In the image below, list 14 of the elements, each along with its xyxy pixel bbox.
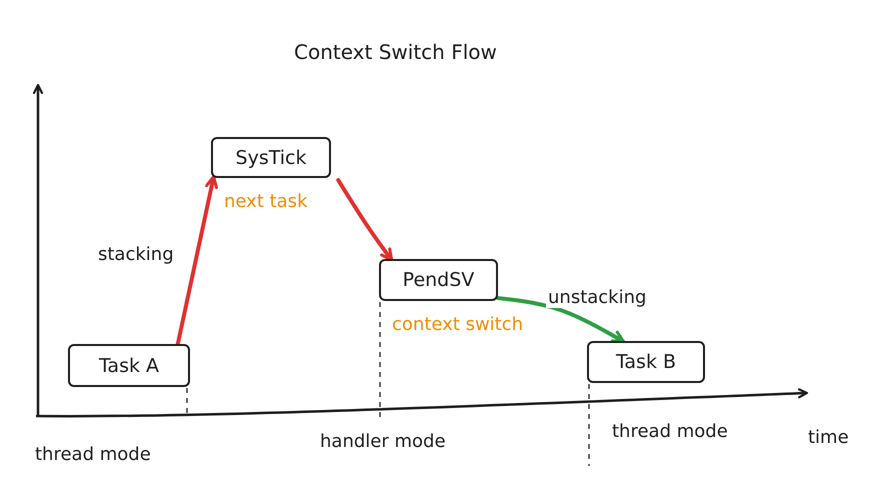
process-box: Task A [68, 344, 190, 387]
arrow [336, 178, 394, 262]
arrow [496, 296, 626, 344]
arrow [176, 175, 218, 346]
mode-label: handler mode [320, 431, 446, 452]
annotation: next task [224, 191, 308, 212]
process-box: PendSV [379, 259, 498, 301]
mode-label: thread mode [35, 444, 151, 465]
diagram-title: Context Switch Flow [294, 40, 497, 64]
process-box: Task B [587, 341, 705, 383]
mode-label: thread mode [612, 421, 728, 442]
annotation: context switch [392, 314, 524, 335]
axis-label: time [808, 427, 849, 448]
process-box: SysTick [211, 137, 331, 178]
